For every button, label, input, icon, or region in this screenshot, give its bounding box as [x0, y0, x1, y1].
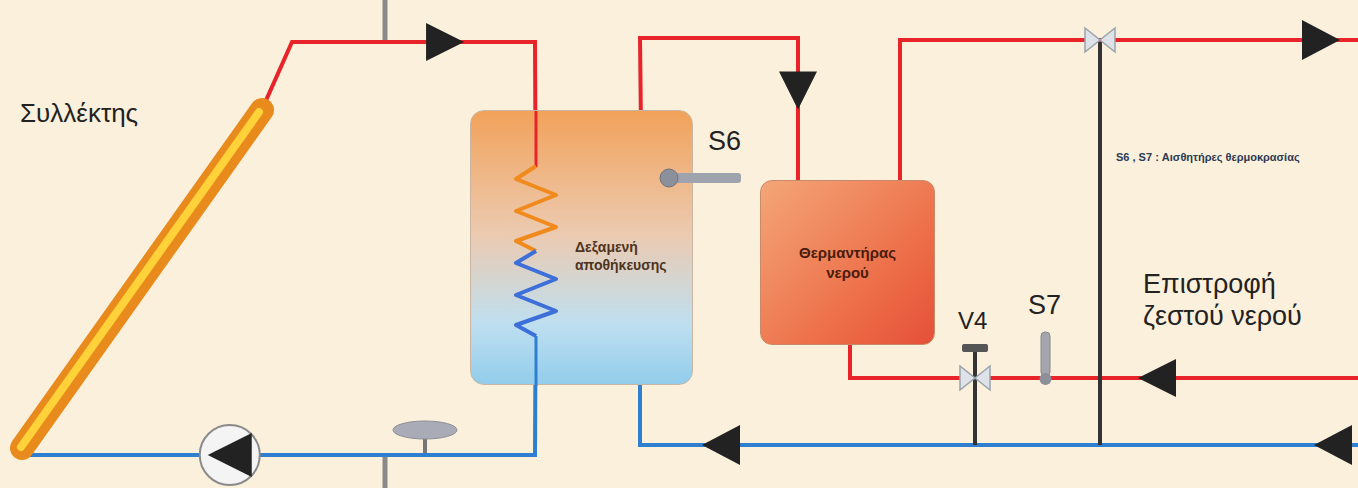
pump-symbol	[200, 425, 260, 485]
sensor-bulb	[1040, 373, 1052, 385]
temperature-sensor	[1041, 332, 1050, 376]
arrow-head	[779, 72, 817, 110]
cold-water-pipe	[640, 385, 1358, 445]
valve-label: V4	[958, 307, 987, 335]
pipe-line	[262, 42, 535, 110]
fitting-tick	[383, 457, 388, 488]
expansion-vessel	[393, 421, 457, 439]
arrow-head	[426, 23, 464, 61]
sensor-label: S6	[708, 126, 741, 157]
valve-stem	[973, 352, 977, 445]
solar-collector: Συλλέκτης	[12, 98, 270, 462]
valve-handle	[962, 344, 988, 352]
coil-outlet	[535, 336, 538, 386]
collector-highlight	[21, 112, 259, 447]
cold-pipe	[22, 385, 535, 485]
valve-symbol	[975, 366, 990, 390]
return-pipe	[850, 345, 1358, 378]
coil-cold	[516, 251, 556, 336]
valve-symbol	[960, 366, 975, 390]
flow-arrow	[1302, 20, 1340, 60]
storage-tank: Δεξαμενή αποθήκευσης	[470, 110, 693, 385]
sensor-rod	[669, 173, 741, 183]
sensor-head	[660, 169, 678, 187]
node-text: Συλλέκτης	[20, 98, 138, 129]
hot-water-pipe	[900, 40, 1358, 180]
hot-pipe	[262, 23, 535, 110]
coil-hot	[516, 166, 556, 251]
node-text: Δεξαμενή αποθήκευσης	[575, 239, 687, 274]
flow-arrow	[1138, 359, 1176, 397]
sensor-note: S6 , S7 : Αισθητήρες θερμοκρασίας	[1116, 150, 1331, 165]
coil-inlet	[535, 111, 538, 167]
pipe-line	[22, 385, 535, 455]
flow-arrow	[1314, 425, 1352, 465]
bypass-line	[1098, 42, 1102, 445]
node-text: Θερμαντήρας νερού	[789, 243, 907, 282]
fitting-tick	[383, 0, 388, 40]
flow-arrow	[702, 425, 740, 465]
water-heater: Θερμαντήρας νερού	[760, 180, 935, 345]
collector-body	[22, 110, 262, 448]
arrow-head	[208, 433, 252, 477]
sensor-label: S7	[1028, 290, 1061, 321]
valve-symbol	[1085, 28, 1100, 52]
return-label: Επιστροφή ζεστού νερού	[1143, 268, 1355, 333]
valve-symbol	[1100, 28, 1115, 52]
collector-panel	[12, 98, 270, 462]
